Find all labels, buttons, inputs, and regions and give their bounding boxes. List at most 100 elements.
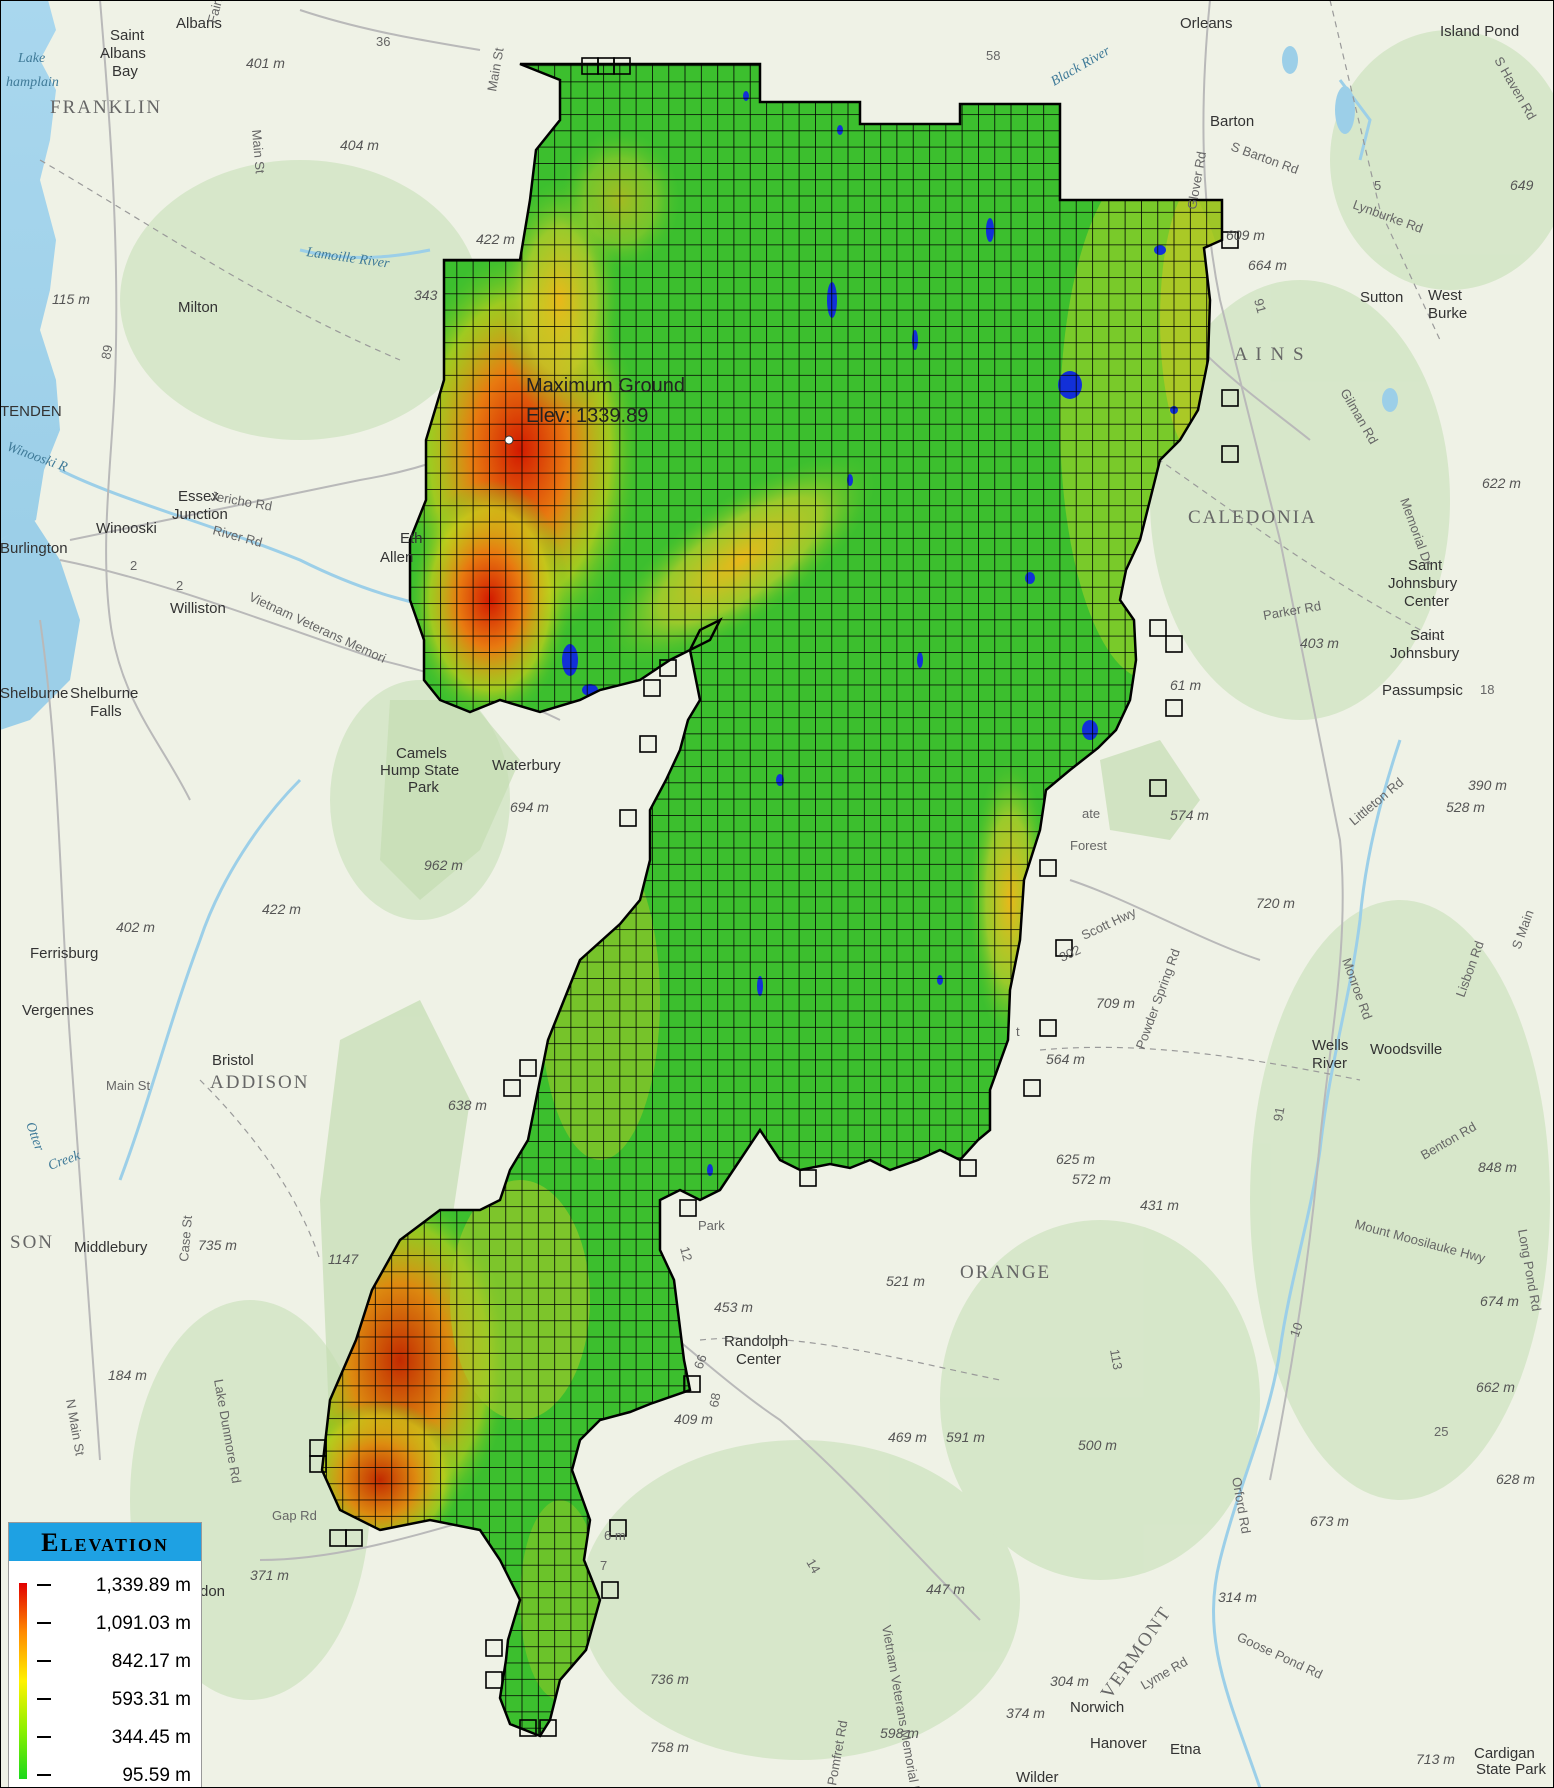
legend-tick xyxy=(37,1584,51,1586)
elevation-label: 528 m xyxy=(1446,799,1485,815)
place-label: Vergennes xyxy=(22,1002,94,1019)
elevation-label: 662 m xyxy=(1476,1379,1515,1395)
place-label: Johnsbury xyxy=(1388,575,1458,592)
elevation-label: 422 m xyxy=(262,901,301,917)
road-label: 6 m xyxy=(604,1528,626,1543)
elevation-labels: 401 m 404 m 422 m 343 115 m 609 m 664 m … xyxy=(52,55,1535,1767)
road-label: 113 xyxy=(1107,1348,1125,1371)
place-label: Hanover xyxy=(1090,1735,1147,1752)
place-label: Etna xyxy=(1170,1741,1202,1758)
elevation-label: 649 xyxy=(1510,177,1534,193)
place-labels: Albans Saint Albans Bay Orleans Island P… xyxy=(0,15,1547,1786)
road-label: 58 xyxy=(986,48,1000,63)
road-label: 89 xyxy=(98,344,115,361)
elevation-label: 628 m xyxy=(1496,1471,1535,1487)
elevation-label: 1147 xyxy=(328,1251,359,1267)
legend-tick xyxy=(37,1736,51,1738)
place-label: don xyxy=(200,1583,225,1600)
elevation-label: 674 m xyxy=(1480,1293,1519,1309)
legend-tick xyxy=(37,1622,51,1624)
place-label: Center xyxy=(736,1351,781,1368)
water-label: hamplain xyxy=(6,75,59,90)
place-label: Wells xyxy=(1312,1037,1348,1054)
elevation-label: 521 m xyxy=(886,1273,925,1289)
elevation-label: 184 m xyxy=(108,1367,147,1383)
legend-color-ramp xyxy=(19,1583,27,1779)
elevation-label: 735 m xyxy=(198,1237,237,1253)
road-label: Forest xyxy=(1070,838,1107,853)
road-label: t xyxy=(1016,1024,1020,1039)
place-label: Albans xyxy=(100,45,146,62)
place-label: Allen xyxy=(380,549,413,566)
road-label: Main St xyxy=(106,1078,150,1093)
elevation-label: 402 m xyxy=(116,919,155,935)
place-label: Essex xyxy=(178,488,219,505)
road-label: 10 xyxy=(1287,1320,1306,1339)
elevation-label: 390 m xyxy=(1468,777,1507,793)
legend-label: 842.17 m xyxy=(111,1651,191,1672)
elevation-label: 404 m xyxy=(340,137,379,153)
place-label: Barton xyxy=(1210,113,1254,130)
place-label: Middlebury xyxy=(74,1239,148,1256)
legend-tick xyxy=(37,1660,51,1662)
place-label: Norwich xyxy=(1070,1699,1124,1716)
place-label: Falls xyxy=(90,703,122,720)
elevation-label: 591 m xyxy=(946,1429,985,1445)
elevation-label: 574 m xyxy=(1170,807,1209,823)
elevation-label: 625 m xyxy=(1056,1151,1095,1167)
legend-label: 344.45 m xyxy=(111,1727,191,1748)
place-label: State Park xyxy=(1476,1761,1547,1778)
elevation-label: 664 m xyxy=(1248,257,1287,273)
place-label: Randolph xyxy=(724,1333,788,1350)
county-label: SON xyxy=(10,1232,54,1253)
road-label: 91 xyxy=(1270,1106,1287,1123)
place-label: Johnsbury xyxy=(1390,645,1460,662)
elevation-label: 736 m xyxy=(650,1671,689,1687)
place-label: West xyxy=(1428,287,1463,304)
legend-row: 593.31 m xyxy=(37,1689,197,1710)
place-label: Milton xyxy=(178,299,218,316)
elevation-label: 673 m xyxy=(1310,1513,1349,1529)
place-label: River xyxy=(1312,1055,1347,1072)
place-label: Junction xyxy=(172,506,228,523)
legend-label: 1,091.03 m xyxy=(95,1613,191,1634)
road-label: 7 xyxy=(600,1558,607,1573)
road-label: Gap Rd xyxy=(272,1508,317,1523)
legend-label: 95.59 m xyxy=(122,1765,191,1786)
place-label: Woodsville xyxy=(1370,1041,1442,1058)
elevation-label: 572 m xyxy=(1072,1171,1111,1187)
legend-title: Elevation xyxy=(9,1523,201,1561)
elevation-label: 720 m xyxy=(1256,895,1295,911)
place-label: Ferrisburg xyxy=(30,945,98,962)
road-label: 91 xyxy=(1251,297,1269,315)
elevation-label: 61 m xyxy=(1170,677,1201,693)
annotation-line2: Elev: 1339.89 xyxy=(526,405,648,427)
county-label: ORANGE xyxy=(960,1262,1051,1283)
legend-row: 344.45 m xyxy=(37,1727,197,1748)
elevation-label: 314 m xyxy=(1218,1589,1257,1605)
place-label: Shelburne xyxy=(0,685,68,702)
road-label: 18 xyxy=(1480,682,1494,697)
elevation-label: 609 m xyxy=(1226,227,1265,243)
place-label: TENDEN xyxy=(0,403,62,420)
place-label: Saint xyxy=(1408,557,1443,574)
place-label: Eth xyxy=(400,530,423,547)
road-label: Main St xyxy=(249,129,268,175)
elevation-label: 638 m xyxy=(448,1097,487,1113)
legend-tick xyxy=(37,1698,51,1700)
place-label: Saint xyxy=(1410,627,1445,644)
place-label: Bay xyxy=(112,63,138,80)
elevation-label: 371 m xyxy=(250,1567,289,1583)
elevation-label: 343 xyxy=(414,287,438,303)
elevation-label: 115 m xyxy=(52,291,90,307)
legend-row: 95.59 m xyxy=(37,1765,197,1786)
road-label: ate xyxy=(1082,806,1100,821)
legend-row: 842.17 m xyxy=(37,1651,197,1672)
place-label: Sutton xyxy=(1360,289,1403,306)
legend-tick xyxy=(37,1774,51,1776)
county-label: FRANKLIN xyxy=(50,97,162,118)
water-label: Lake xyxy=(17,51,45,66)
elevation-label: 564 m xyxy=(1046,1051,1085,1067)
